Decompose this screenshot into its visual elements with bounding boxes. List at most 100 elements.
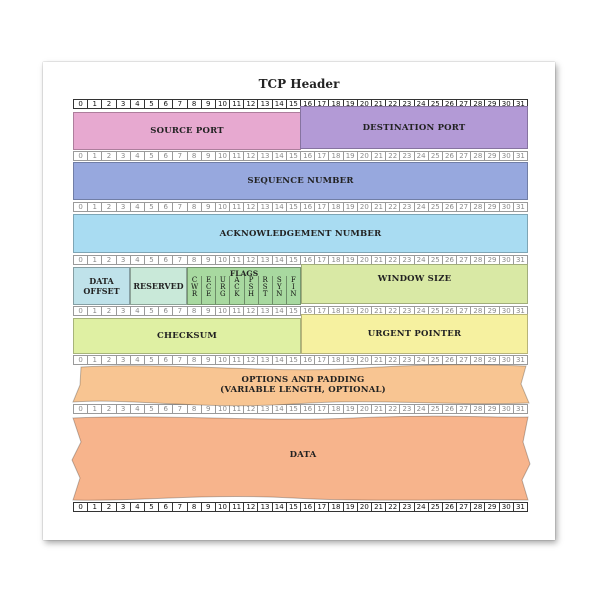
- bit-number: 26: [441, 355, 457, 365]
- bit-number: 12: [243, 99, 258, 109]
- bit-number: 24: [413, 151, 428, 161]
- bit-number: 0: [73, 151, 88, 161]
- bit-number: 25: [427, 404, 442, 414]
- bit-number: 21: [370, 404, 386, 414]
- bit-number: 29: [484, 404, 499, 414]
- bit-number: 0: [73, 306, 88, 316]
- bit-number: 31: [512, 355, 528, 365]
- bit-number: 23: [399, 355, 414, 365]
- data-offset-label-line1: DATA: [89, 276, 114, 286]
- bit-number: 30: [498, 151, 513, 161]
- bit-number: 22: [385, 502, 400, 512]
- bit-number: 14: [271, 502, 286, 512]
- bit-number: 29: [484, 151, 499, 161]
- window-size-field: WINDOW SIZE: [301, 264, 528, 304]
- bit-number: 17: [314, 151, 329, 161]
- bit-number: 29: [484, 502, 499, 512]
- bit-number: 1: [87, 202, 102, 212]
- bit-number: 1: [87, 306, 102, 316]
- bit-number: 14: [271, 255, 286, 265]
- bit-number: 22: [385, 151, 400, 161]
- bit-number: 18: [328, 502, 343, 512]
- bit-number: 2: [101, 255, 116, 265]
- bit-number: 23: [399, 404, 414, 414]
- bit-number: 5: [143, 404, 159, 414]
- reserved-label: RESERVED: [133, 281, 184, 291]
- options-label-line1: OPTIONS AND PADDING: [241, 375, 365, 385]
- bit-number: 2: [101, 151, 116, 161]
- bit-number: 15: [285, 202, 300, 212]
- bit-number: 31: [512, 404, 528, 414]
- bit-number: 31: [512, 151, 528, 161]
- bit-number: 5: [143, 255, 159, 265]
- bit-number: 12: [243, 255, 258, 265]
- bit-number: 5: [143, 355, 159, 365]
- bit-number: 21: [370, 202, 386, 212]
- bit-number: 1: [87, 255, 102, 265]
- bit-number: 28: [470, 355, 485, 365]
- flags-label: FLAGS: [229, 269, 259, 278]
- bit-number: 3: [115, 99, 130, 109]
- bit-number: 12: [243, 151, 258, 161]
- bit-number: 27: [456, 355, 471, 365]
- bit-number: 4: [129, 355, 144, 365]
- bit-number: 15: [285, 502, 300, 512]
- bit-number: 4: [129, 99, 144, 109]
- checksum-label: CHECKSUM: [157, 331, 217, 341]
- bit-number: 20: [356, 404, 371, 414]
- bit-number: 3: [115, 355, 130, 365]
- data-label: DATA: [289, 450, 317, 460]
- bit-number: 25: [427, 202, 442, 212]
- bit-number: 10: [214, 202, 230, 212]
- bit-number: 10: [214, 255, 230, 265]
- bit-number: 13: [257, 151, 272, 161]
- bit-number: 11: [229, 255, 244, 265]
- bit-number: 4: [129, 306, 144, 316]
- bit-number: 9: [200, 502, 215, 512]
- bit-number: 15: [285, 404, 300, 414]
- bit-number: 0: [73, 502, 88, 512]
- bit-number: 2: [101, 355, 116, 365]
- flag-ece: E C E: [201, 276, 215, 304]
- bit-number: 26: [441, 202, 457, 212]
- bit-number: 13: [257, 202, 272, 212]
- bit-number: 16: [300, 202, 315, 212]
- bit-number: 1: [87, 355, 102, 365]
- options-band-shape: [71, 364, 531, 501]
- bit-number: 14: [271, 306, 286, 316]
- bit-number: 10: [214, 502, 230, 512]
- bit-number: 24: [413, 355, 428, 365]
- bit-number: 12: [243, 355, 258, 365]
- bit-number: 11: [229, 151, 244, 161]
- bit-number: 11: [229, 502, 244, 512]
- bit-number: 3: [115, 306, 130, 316]
- data-band: [71, 415, 531, 501]
- bit-number: 19: [342, 151, 357, 161]
- sequence-number-field: SEQUENCE NUMBER: [73, 162, 528, 200]
- bit-number: 7: [172, 99, 187, 109]
- bit-number: 29: [484, 355, 499, 365]
- bit-number: 7: [172, 306, 187, 316]
- bit-number: 26: [441, 151, 457, 161]
- bit-number: 13: [257, 502, 272, 512]
- bit-number: 2: [101, 202, 116, 212]
- bit-number: 26: [441, 404, 457, 414]
- bit-number: 1: [87, 502, 102, 512]
- bit-number: 17: [314, 202, 329, 212]
- bit-number: 0: [73, 202, 88, 212]
- bit-number: 30: [498, 502, 513, 512]
- options-field: OPTIONS AND PADDING (VARIABLE LENGTH, OP…: [83, 368, 523, 402]
- window-size-label: WINDOW SIZE: [377, 274, 452, 284]
- bit-number: 6: [158, 404, 173, 414]
- bit-number: 19: [342, 202, 357, 212]
- bit-number: 22: [385, 355, 400, 365]
- bit-number: 12: [243, 202, 258, 212]
- bit-number: 27: [456, 202, 471, 212]
- bit-number: 28: [470, 202, 485, 212]
- flags-field: FLAGS C W R E C E U R G A C K P S H R S …: [187, 267, 301, 305]
- bit-number: 18: [328, 355, 343, 365]
- data-offset-field: DATA OFFSET: [73, 267, 130, 305]
- bit-number: 7: [172, 202, 187, 212]
- acknowledgement-number-field: ACKNOWLEDGEMENT NUMBER: [73, 214, 528, 253]
